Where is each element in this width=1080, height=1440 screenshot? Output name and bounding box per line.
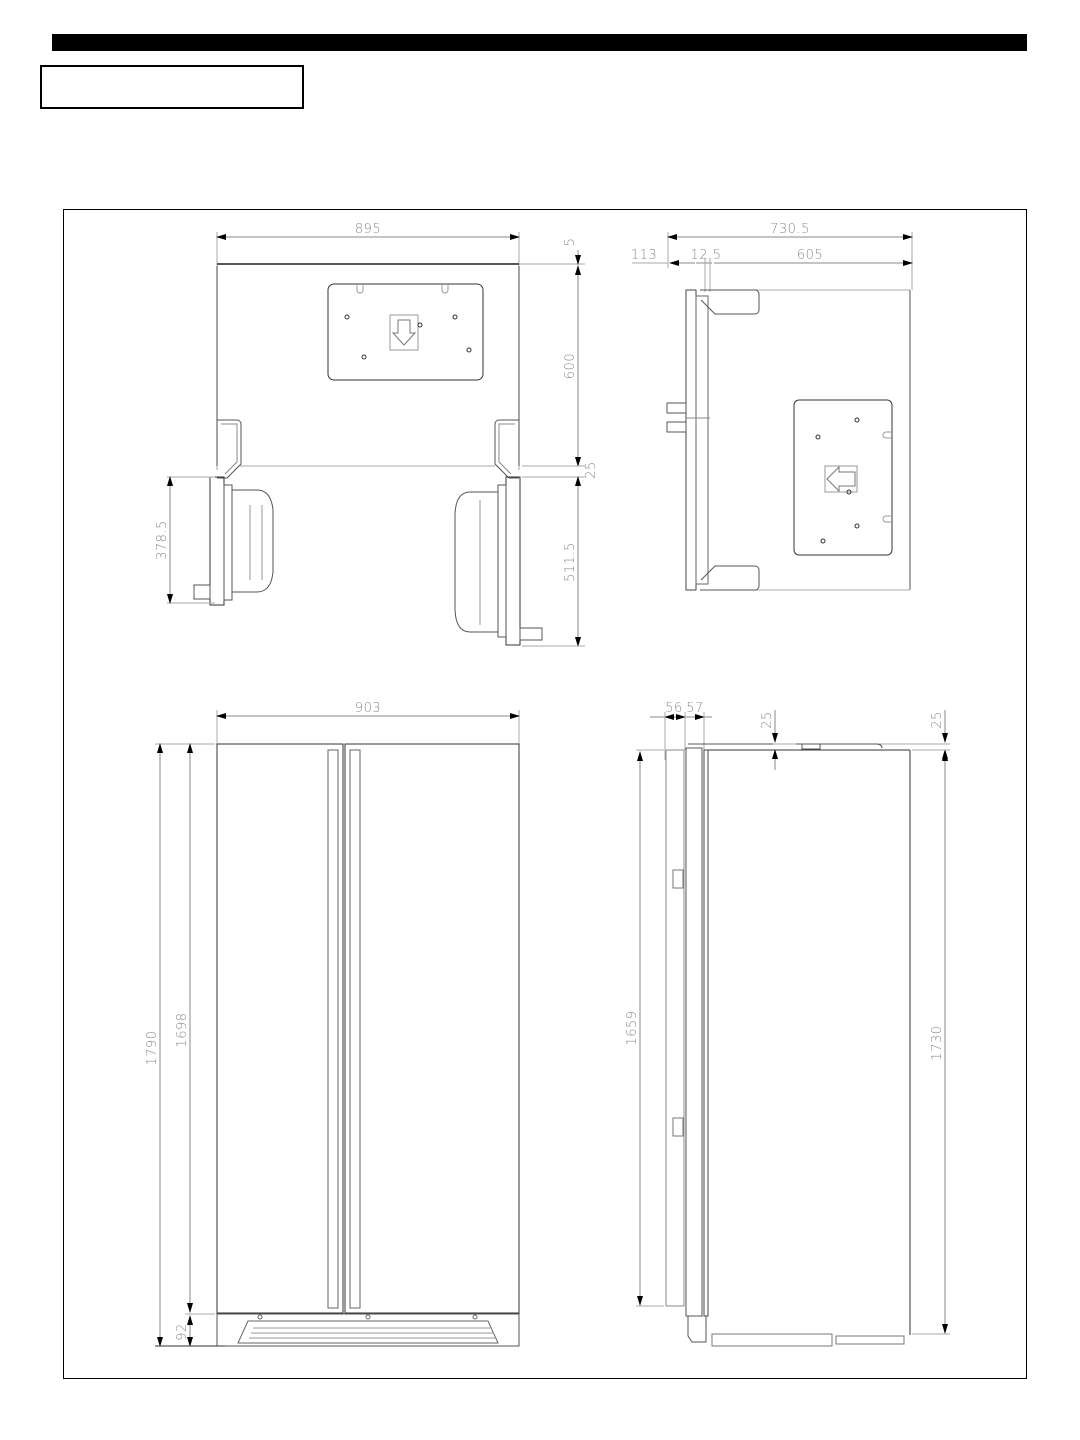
title-box <box>40 65 304 109</box>
dim-overall-depth: 730.5 <box>770 222 810 237</box>
dim-depth-600: 600 <box>563 353 578 379</box>
dim-body-height: 1730 <box>930 1025 945 1060</box>
dim-side-door-height: 1659 <box>625 1010 640 1045</box>
dim-top-gap-left: 25 <box>760 711 775 729</box>
dim-top-gap-right: 25 <box>930 711 945 729</box>
side-view <box>636 710 950 1347</box>
dim-width-895: 895 <box>355 222 381 237</box>
dim-right-door-depth: 511.5 <box>563 542 578 582</box>
top-view-open-doors <box>167 232 585 647</box>
dim-total-height: 1790 <box>145 1030 160 1065</box>
dim-body-605: 605 <box>797 248 823 263</box>
dim-door-12-5: 12.5 <box>691 248 722 263</box>
dim-door-depth: 57 <box>686 701 704 716</box>
front-view <box>155 710 520 1347</box>
dim-front-width: 903 <box>355 701 381 716</box>
dim-top-offset: 5 <box>563 238 578 247</box>
dim-left-door-depth: 378.5 <box>155 520 170 560</box>
dim-handle-depth: 56 <box>665 701 683 716</box>
dim-door-height: 1698 <box>175 1012 190 1047</box>
top-view-side <box>632 232 913 591</box>
header-bar <box>52 34 1027 51</box>
dim-hinge-gap: 25 <box>584 461 599 479</box>
dim-base-height: 92 <box>175 1323 190 1341</box>
drawing-frame <box>63 209 1027 1379</box>
dim-handle-113: 113 <box>631 248 657 263</box>
